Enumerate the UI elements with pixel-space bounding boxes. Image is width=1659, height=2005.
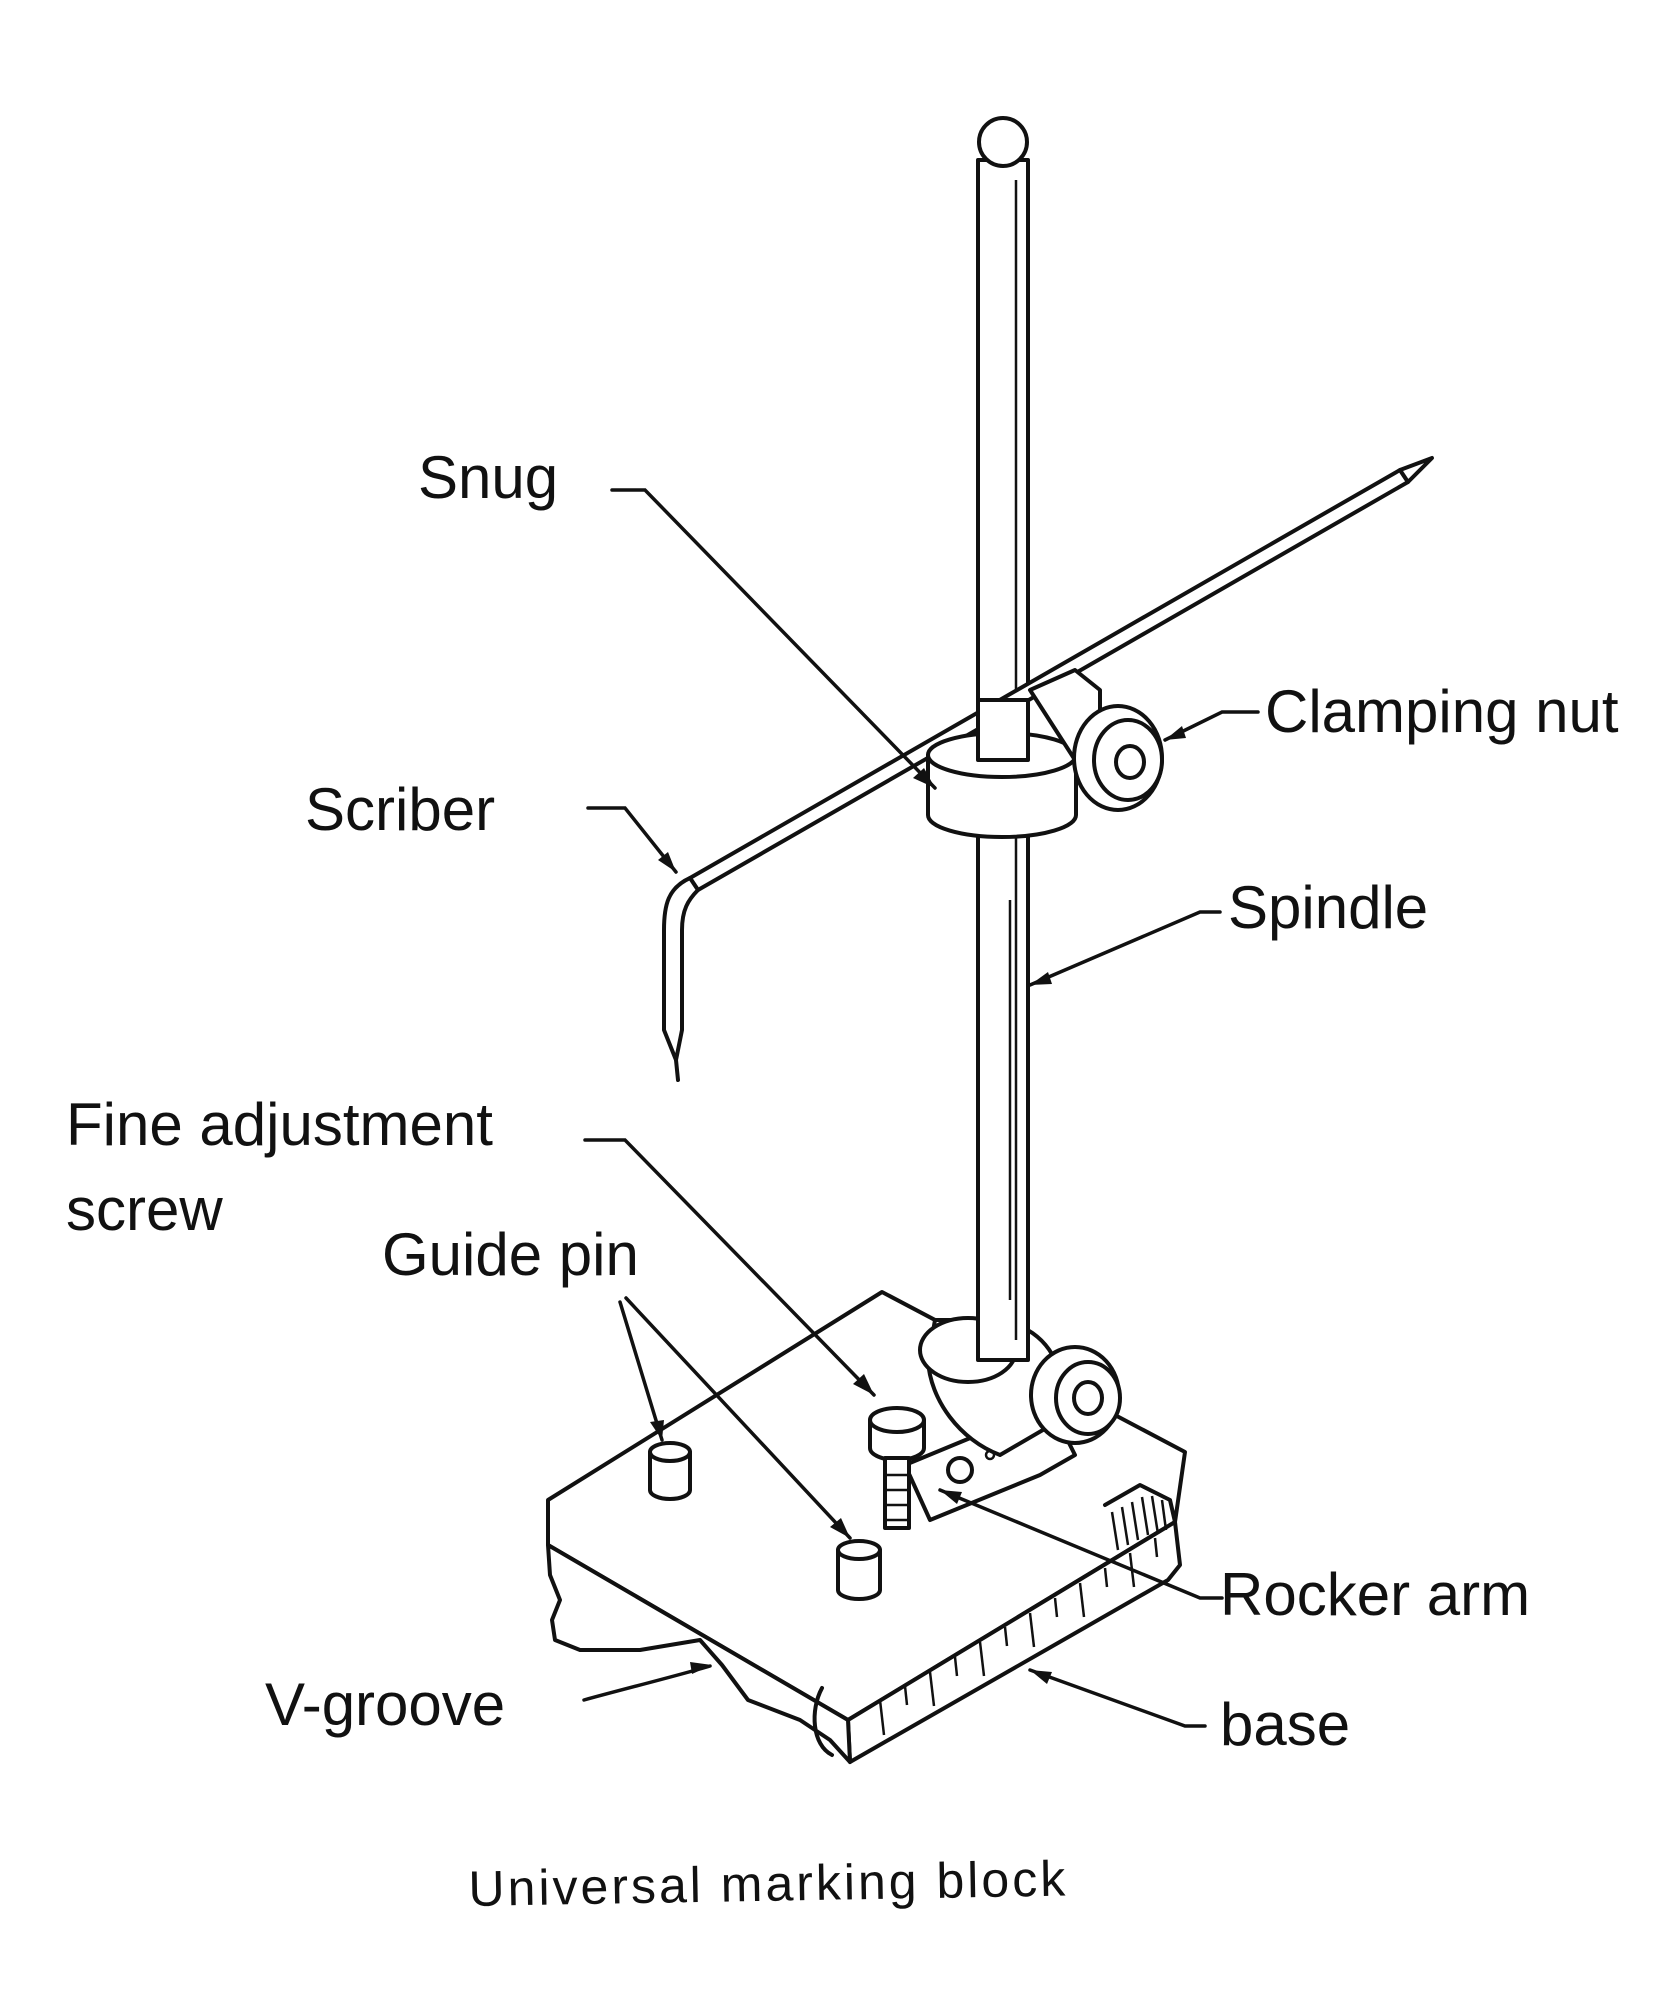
label-clamping-nut: Clamping nut — [1265, 678, 1619, 745]
label-fine-adjustment-line2: screw — [66, 1176, 223, 1243]
fine-adjustment-leader — [583, 1138, 876, 1397]
clamping-nut — [1072, 704, 1164, 812]
figure-caption: Universal marking block — [468, 1850, 1069, 1917]
base-leader — [1028, 1668, 1207, 1728]
label-base: base — [1220, 1691, 1351, 1758]
label-fine-adjustment-line1: Fine adjustment — [66, 1091, 493, 1158]
snug-leader — [610, 488, 937, 790]
guide-pin-back — [648, 1441, 692, 1501]
guide-pin-leaders — [618, 1296, 852, 1540]
lower-bracket — [918, 1316, 1122, 1457]
label-rocker-arm: Rocker arm — [1220, 1561, 1531, 1628]
rocker-arm-leader — [938, 1488, 1224, 1600]
label-scriber: Scriber — [305, 776, 496, 843]
v-groove-leader — [582, 1662, 712, 1702]
spindle-leader — [1028, 910, 1222, 987]
clamping-nut-leader — [1163, 710, 1260, 742]
label-guide-pin: Guide pin — [382, 1221, 639, 1288]
fine-adjustment-screw — [868, 1406, 926, 1530]
label-snug: Snug — [418, 444, 559, 511]
label-spindle: Spindle — [1228, 874, 1429, 941]
label-v-groove: V-groove — [265, 1671, 506, 1738]
guide-pin-front — [836, 1539, 882, 1601]
scriber-leader — [586, 806, 678, 874]
